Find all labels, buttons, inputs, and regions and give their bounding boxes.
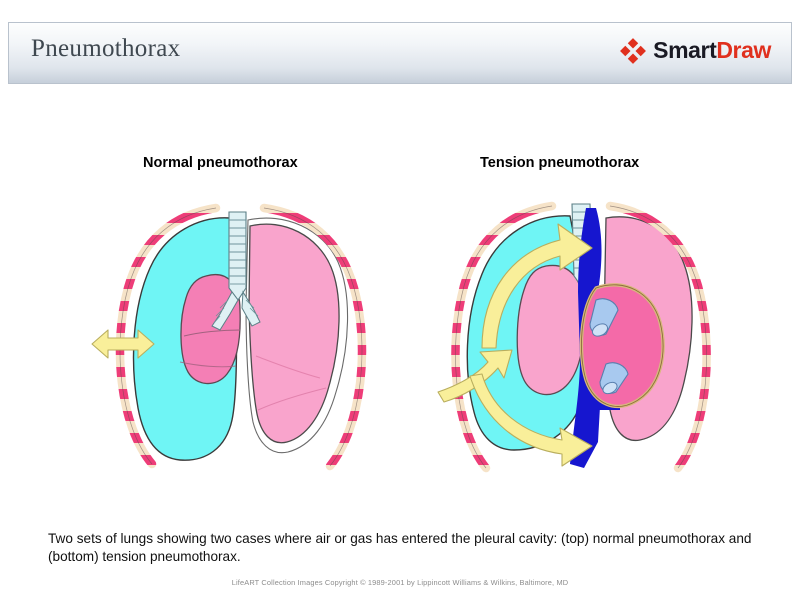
collapsed-lung: [516, 264, 585, 396]
logo-text-draw: Draw: [716, 37, 771, 63]
panel-label-tension: Tension pneumothorax: [480, 155, 640, 171]
direction-arrows: [437, 223, 593, 467]
expansion-arrow: [91, 329, 155, 359]
copyright-credit: LifeART Collection Images Copyright © 19…: [231, 578, 569, 587]
arrow-upper: [481, 223, 593, 349]
bronchi: [211, 290, 261, 331]
normal-lung: [248, 223, 340, 444]
smartdraw-diamond-icon: [620, 37, 647, 64]
illustration-tension-pneumothorax: [420, 196, 740, 486]
lung-fissure-right-lower: [257, 387, 327, 411]
page-title: Pneumothorax: [31, 35, 181, 62]
smartdraw-logo: SmartDraw: [620, 37, 771, 64]
ribcage-left-outline: [119, 207, 217, 465]
panel-label-normal: Normal pneumothorax: [143, 155, 298, 171]
ribcage-right-outline: [263, 207, 363, 467]
figure-caption: Two sets of lungs showing two cases wher…: [48, 531, 752, 565]
ribcage-left-outline: [455, 205, 553, 469]
arrow-lower: [469, 373, 593, 467]
collapsed-lung-fissure-2: [179, 361, 237, 368]
smartdraw-wordmark: SmartDraw: [653, 37, 771, 64]
collapsed-lung: [180, 274, 241, 385]
pericardium-outline: [581, 284, 664, 407]
logo-text-smart: Smart: [653, 37, 717, 63]
trachea: [228, 211, 247, 301]
illustration-normal-pneumothorax: [80, 196, 400, 486]
great-vessels: [589, 298, 629, 395]
lung-fissure-right: [255, 355, 321, 379]
slide-header: Pneumothorax SmartDraw: [8, 22, 792, 84]
ribcage-right-outline: [609, 205, 707, 469]
collapsed-lung-fissure: [183, 329, 241, 337]
